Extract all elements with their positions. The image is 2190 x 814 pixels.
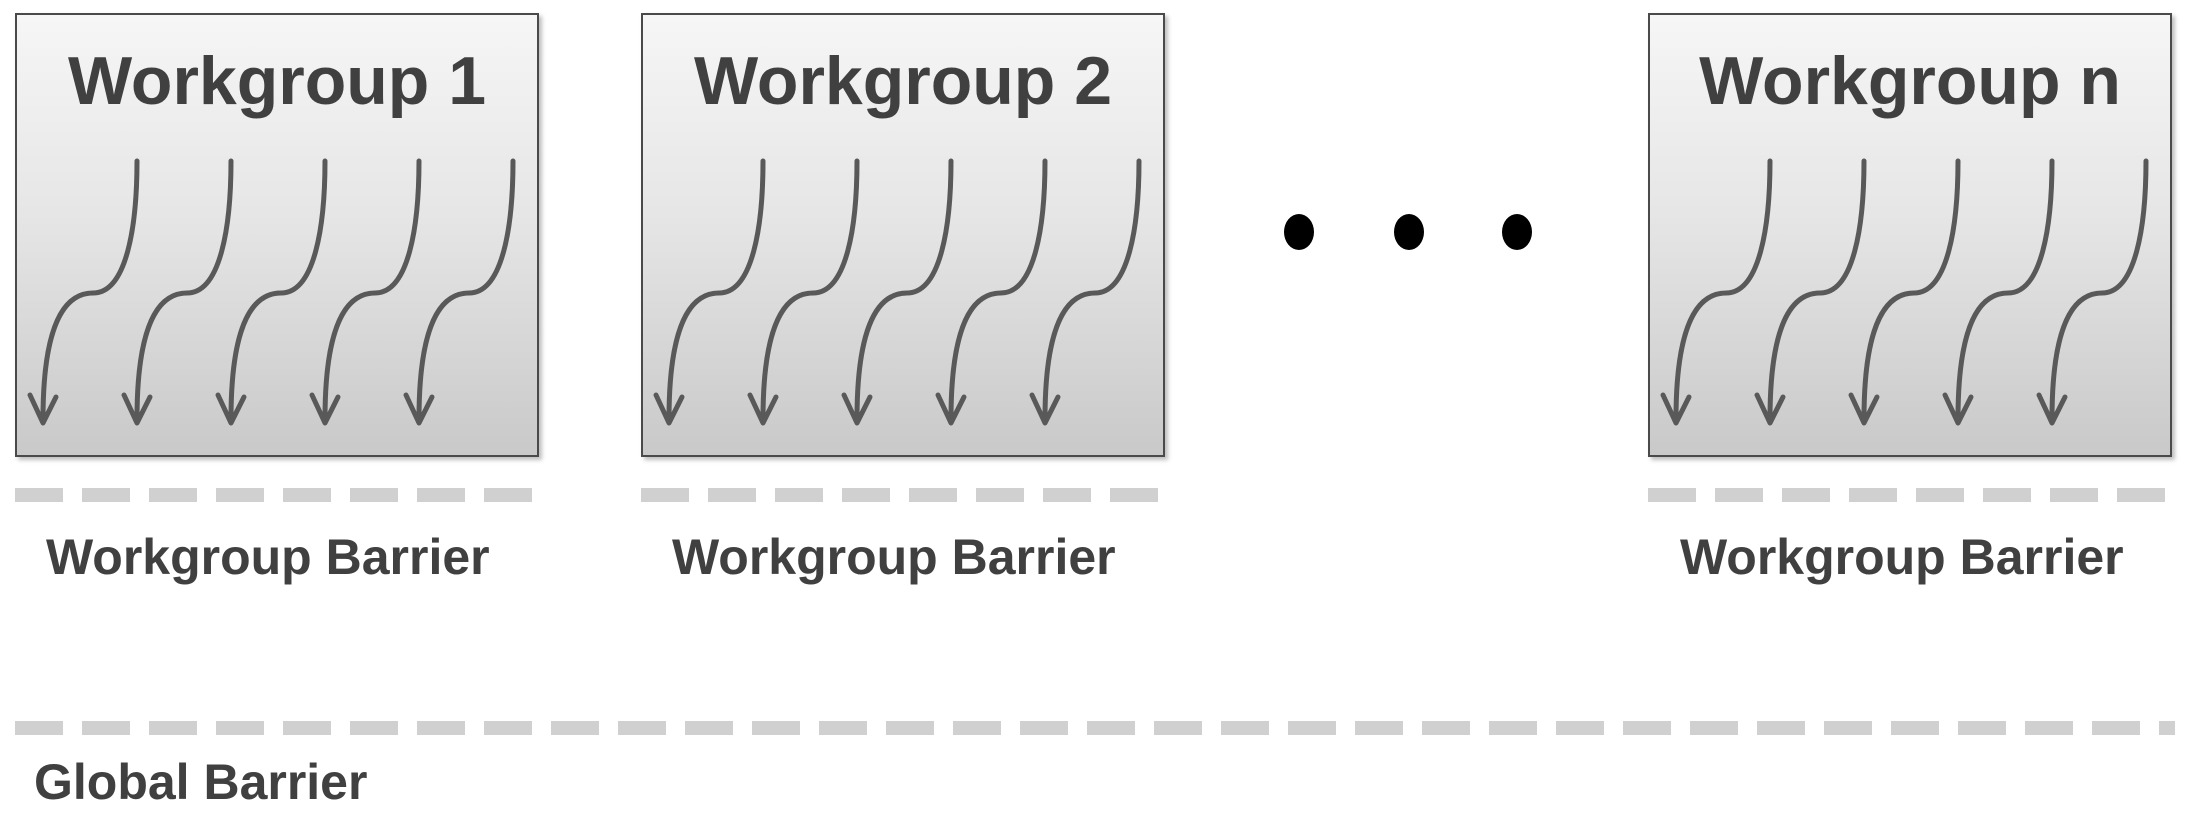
- thread-arrow-icon: [1754, 158, 1867, 426]
- thread-arrow-icon: [403, 158, 516, 426]
- workgroup-2-barrier-label: Workgroup Barrier: [672, 529, 1116, 585]
- ellipsis-dot-1: [1284, 214, 1314, 250]
- thread-arrow-icon: [747, 158, 860, 426]
- workgroup-n-box: Workgroup n: [1648, 13, 2172, 457]
- thread-arrow-icon: [27, 158, 140, 426]
- workgroup-1-box: Workgroup 1: [15, 13, 539, 457]
- global-barrier-line: [15, 721, 2175, 735]
- workgroup-2-box: Workgroup 2: [641, 13, 1165, 457]
- thread-arrow-icon: [1942, 158, 2055, 426]
- thread-arrow-icon: [1029, 158, 1142, 426]
- thread-arrow-icon: [1848, 158, 1961, 426]
- workgroup-n-title: Workgroup n: [1699, 43, 2121, 119]
- thread-arrow-icon: [653, 158, 766, 426]
- global-barrier-label: Global Barrier: [34, 754, 368, 810]
- thread-arrow-icon: [2036, 158, 2149, 426]
- ellipsis-dot-2: [1394, 214, 1424, 250]
- thread-arrow-icon: [841, 158, 954, 426]
- workgroup-1-barrier-label: Workgroup Barrier: [46, 529, 490, 585]
- thread-arrow-icon: [1660, 158, 1773, 426]
- thread-arrow-icon: [935, 158, 1048, 426]
- workgroup-1-barrier-line: [15, 488, 539, 502]
- thread-arrow-icon: [309, 158, 422, 426]
- workgroup-2-barrier-line: [641, 488, 1165, 502]
- workgroup-n-threads: [1660, 158, 2149, 426]
- ellipsis-dot-3: [1502, 214, 1532, 250]
- thread-arrow-icon: [215, 158, 328, 426]
- workgroup-n-barrier-label: Workgroup Barrier: [1680, 529, 2124, 585]
- workgroup-1-title: Workgroup 1: [67, 43, 487, 119]
- workgroup-2-threads: [653, 158, 1142, 426]
- thread-arrow-icon: [121, 158, 234, 426]
- workgroup-n-barrier-line: [1648, 488, 2172, 502]
- workgroup-2-title: Workgroup 2: [693, 43, 1113, 119]
- workgroup-1-threads: [27, 158, 516, 426]
